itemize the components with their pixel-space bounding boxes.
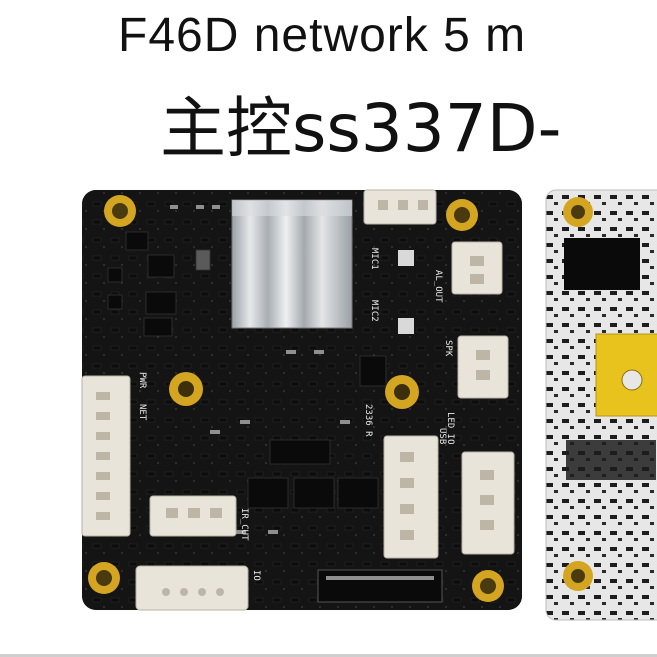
product-photo: MIC1 MIC2 AL_OUT SPK PWR NET USB LED_IO … [81, 189, 657, 621]
label-led-io: LED_IO [445, 412, 455, 445]
fpc-pins [326, 576, 434, 580]
label-pwr: PWR [137, 372, 147, 389]
label-al-out: AL_OUT [433, 270, 443, 303]
white-pcb-board [545, 189, 657, 621]
mic-pads [398, 250, 414, 334]
silkscreen-labels: MIC1 MIC2 AL_OUT SPK PWR NET USB LED_IO … [137, 248, 455, 581]
bottom-divider [0, 654, 657, 657]
title-line-2: 主控ss337D- [160, 90, 562, 167]
label-net: NET [137, 404, 147, 421]
label-ir-cut: IR_CUT [239, 508, 249, 541]
label-spk: SPK [443, 340, 453, 357]
smd-components [107, 231, 387, 509]
label-usb: USB [437, 428, 447, 444]
connector-pins [96, 200, 494, 596]
label-io: IO [251, 570, 261, 581]
fpc-connector [317, 569, 443, 603]
passive-components [170, 205, 350, 534]
label-mic2: MIC2 [369, 300, 379, 322]
label-mic1: MIC1 [369, 248, 379, 270]
heatsink [231, 199, 353, 329]
label-code: 2336 R [363, 404, 373, 437]
mounting-holes [88, 195, 504, 602]
title-line-1: F46D network 5 m [118, 9, 527, 62]
